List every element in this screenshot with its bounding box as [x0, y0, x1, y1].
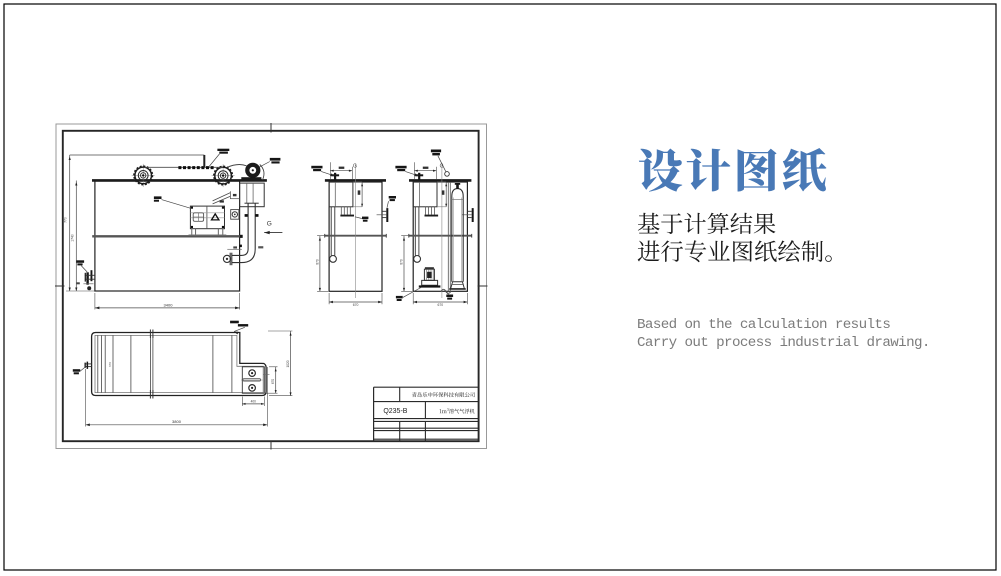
svg-text:3400: 3400 — [164, 302, 174, 307]
svg-text:Q235-B: Q235-B — [383, 408, 407, 415]
svg-text:400: 400 — [251, 399, 257, 403]
svg-text:870: 870 — [315, 259, 319, 265]
svg-text:1740: 1740 — [71, 234, 75, 242]
svg-text:670: 670 — [271, 379, 275, 385]
svg-text:3800: 3800 — [172, 419, 182, 424]
svg-text:670: 670 — [437, 303, 443, 307]
svg-text:G: G — [440, 164, 444, 170]
svg-text:870: 870 — [399, 259, 403, 265]
svg-text:1020: 1020 — [286, 360, 290, 367]
svg-text:G: G — [267, 221, 272, 228]
svg-text:670: 670 — [108, 362, 112, 367]
svg-text:G: G — [353, 164, 357, 170]
svg-text:670: 670 — [353, 303, 359, 307]
svg-text:770: 770 — [64, 217, 68, 223]
